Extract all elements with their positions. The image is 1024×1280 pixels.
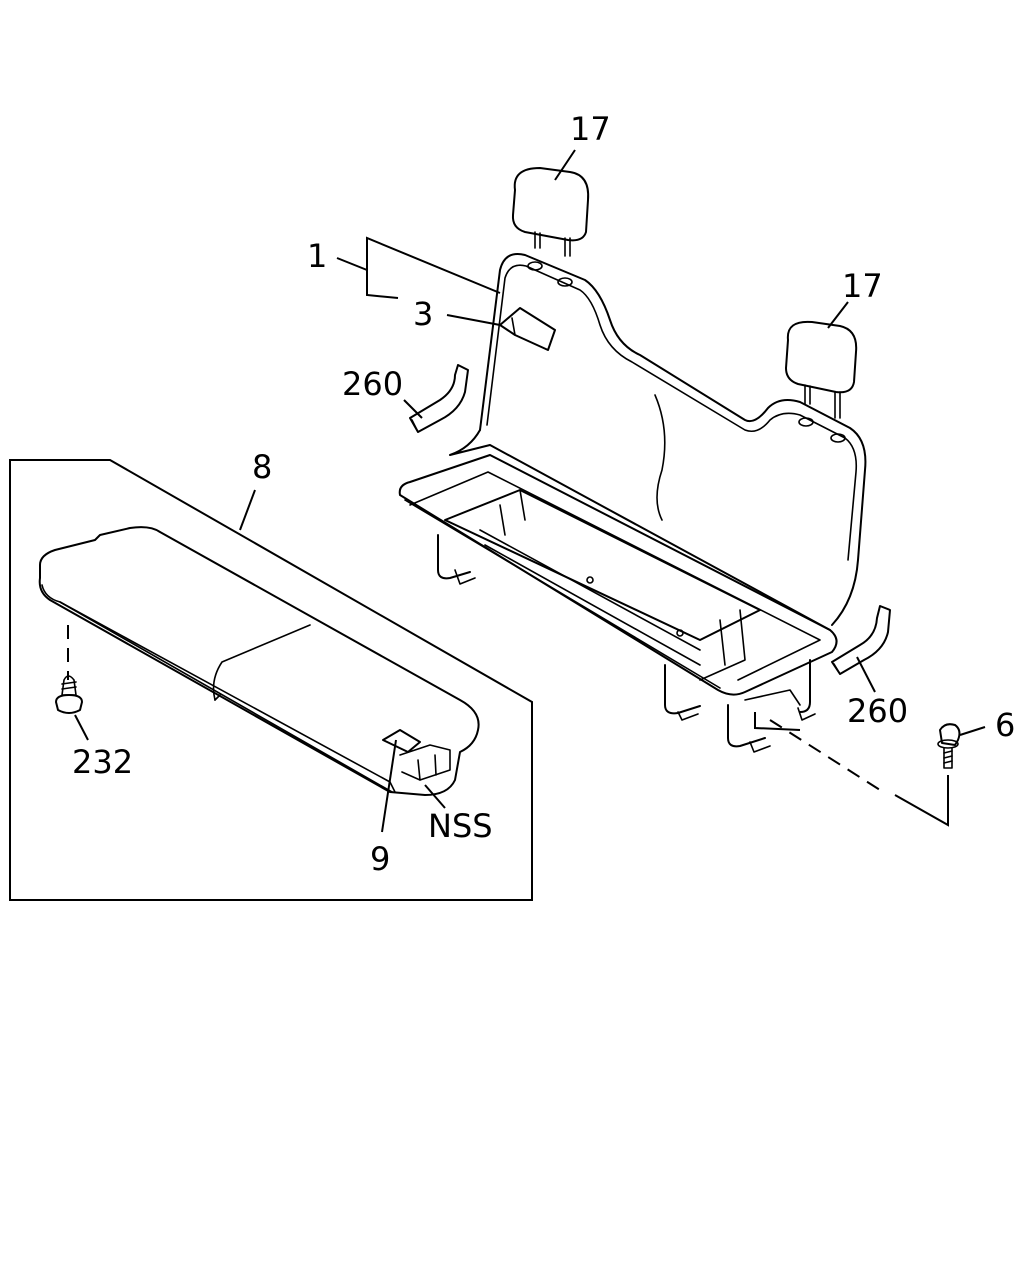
callout-seat-back-label: 3 (413, 295, 433, 333)
callout-not-serviced: NSS (428, 807, 493, 845)
seat-frame (398, 454, 838, 753)
trim-left (409, 364, 469, 433)
headrest-right (785, 320, 858, 419)
callout-headrest-right: 17 (842, 267, 883, 305)
callout-cushion-label: 9 (370, 840, 390, 878)
callout-headrest-left: 17 (570, 110, 611, 148)
seat-cushion-box (9, 459, 533, 901)
callout-screw: 232 (72, 743, 133, 781)
callout-labels: 17 17 1 3 260 260 8 232 6 9 NSS (72, 110, 1015, 878)
callout-bolt: 6 (995, 706, 1015, 744)
screw-part (55, 675, 83, 714)
callout-seat-cushion-assembly: 8 (252, 448, 272, 486)
seat-back-label (499, 307, 556, 351)
callout-trim-left: 260 (342, 365, 403, 403)
trim-right (831, 605, 891, 675)
leader-lines (67, 149, 986, 833)
callout-seat-back-assembly: 1 (307, 237, 327, 275)
seat-back-assembly (449, 253, 867, 631)
bolt-part (937, 723, 961, 769)
callout-trim-right: 260 (847, 692, 908, 730)
seat-cushion-assembly (38, 526, 480, 796)
headrest-left (511, 167, 590, 257)
